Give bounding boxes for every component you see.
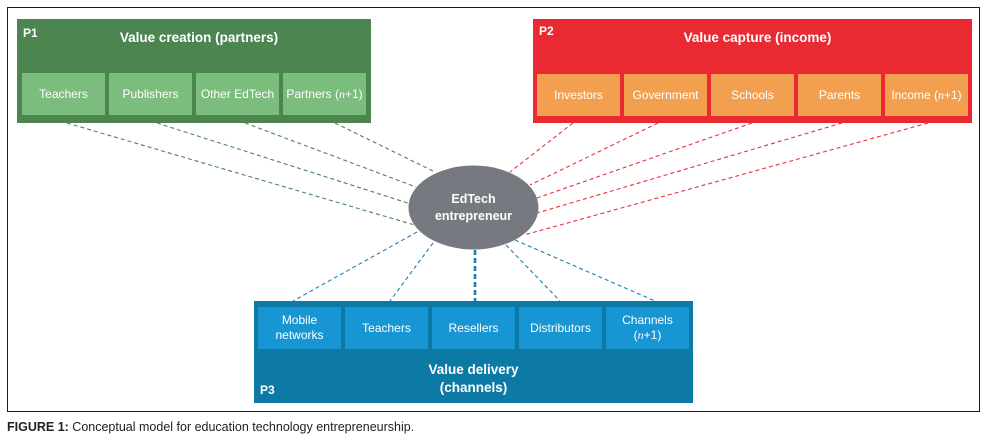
connector-government — [529, 122, 659, 186]
income-item-suffix: +1) — [944, 87, 962, 102]
caption-text: Conceptual model for education technolog… — [68, 420, 415, 434]
channel-line1: Channels — [622, 313, 673, 327]
panel-tag-p2: P2 — [539, 24, 554, 38]
channel-line1: Mobile — [281, 313, 318, 327]
channel-item-resellers: Resellers — [432, 307, 515, 349]
connector-publishers — [156, 122, 415, 206]
connector-schools — [536, 122, 753, 199]
panel-value-creation: P1 Value creation (partners) Teachers Pu… — [17, 19, 371, 123]
partner-item-suffix: +1) — [345, 86, 363, 101]
connector-other-edtech — [244, 122, 417, 188]
partner-item-label: Partners ( — [286, 86, 339, 101]
connector-partners-n1 — [334, 122, 436, 173]
channel-line2: networks — [275, 328, 324, 342]
connector-teachers-partner — [66, 122, 419, 227]
connector-distributors — [505, 244, 561, 302]
connector-investors — [509, 122, 574, 173]
channel-line2-prefix: ( — [633, 328, 638, 342]
connector-mobile-networks — [292, 231, 418, 302]
panel-tag-p3: P3 — [260, 383, 275, 397]
connector-channels-n1 — [514, 239, 656, 302]
partner-item-teachers: Teachers — [22, 73, 105, 115]
caption-label: FIGURE 1: — [7, 420, 69, 434]
income-item-parents: Parents — [798, 74, 881, 116]
italic-n: n — [637, 328, 644, 342]
channel-item-distributors: Distributors — [519, 307, 602, 349]
panel-title-value-creation: Value creation (partners) — [119, 30, 279, 45]
income-item-schools: Schools — [711, 74, 794, 116]
connector-teachers-channel — [389, 242, 434, 302]
panel-tag-p1: P1 — [23, 26, 38, 40]
panel-title-line2: (channels) — [439, 380, 508, 395]
hub-ellipse — [408, 165, 539, 250]
italic-n: n — [938, 87, 944, 102]
panel-title-value-capture: Value capture (income) — [683, 30, 832, 45]
figure-frame — [7, 7, 980, 412]
partner-item-publishers: Publishers — [109, 73, 192, 115]
panel-value-capture: P2 Value capture (income) Investors Gove… — [533, 19, 972, 123]
figure-caption: FIGURE 1: Conceptual model for education… — [7, 420, 414, 434]
panel-title-line1: Value delivery — [428, 362, 519, 377]
channel-item-channels-n1: Channels(n+1) — [606, 307, 689, 349]
partner-item-other-edtech: Other EdTech — [196, 73, 279, 115]
income-item-label: Income ( — [891, 87, 938, 102]
connector-income-n1 — [523, 122, 929, 236]
partner-item-partners-n1: Partners (n+1) — [283, 73, 366, 115]
italic-n: n — [339, 86, 345, 101]
channel-item-teachers: Teachers — [345, 307, 428, 349]
hub-label-line1: EdTech — [451, 191, 496, 206]
connector-parents — [536, 122, 843, 214]
hub-label-line2: entrepreneur — [434, 208, 513, 223]
channel-line2-suffix: +1) — [643, 328, 662, 342]
hub-edtech-entrepreneur: EdTech entrepreneur — [408, 165, 539, 250]
panel-title-value-delivery: Value delivery (channels) — [254, 361, 693, 397]
income-item-income-n1: Income (n+1) — [885, 74, 968, 116]
income-item-investors: Investors — [537, 74, 620, 116]
income-item-government: Government — [624, 74, 707, 116]
